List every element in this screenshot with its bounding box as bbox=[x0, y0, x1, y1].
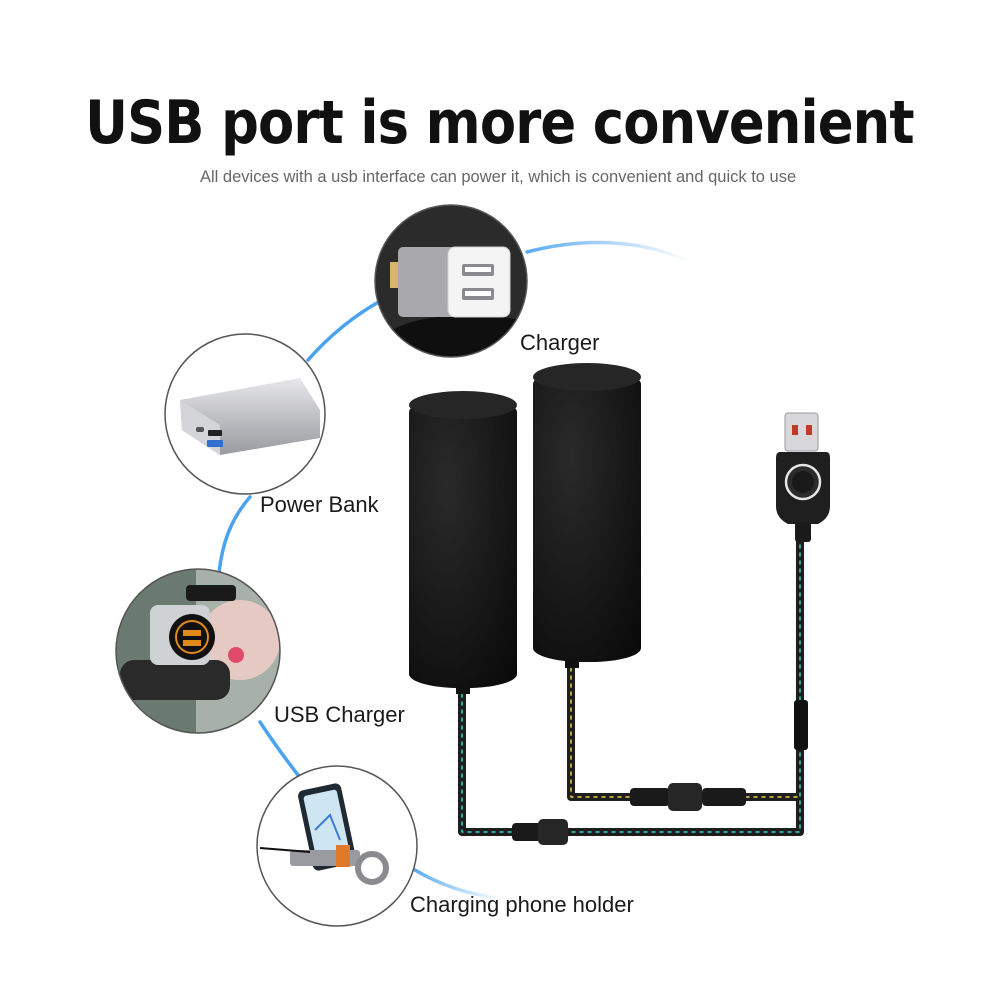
cable-connector bbox=[630, 788, 670, 806]
device-label-power-bank: Power Bank bbox=[260, 492, 379, 517]
cable-connector bbox=[668, 783, 702, 811]
cable-connector bbox=[702, 788, 746, 806]
connector-arc bbox=[217, 240, 692, 900]
device-label-usb-charger: USB Charger bbox=[274, 702, 405, 727]
cable-harness bbox=[458, 536, 808, 845]
heated-grip-right bbox=[533, 363, 641, 668]
page-subtitle: All devices with a usb interface can pow… bbox=[200, 168, 797, 186]
device-label-charger: Charger bbox=[520, 330, 600, 355]
power-bank-image bbox=[164, 333, 326, 495]
device-label-phone-holder: Charging phone holder bbox=[410, 892, 634, 917]
phone-holder-image bbox=[256, 765, 418, 927]
usb-plug-switch bbox=[776, 412, 830, 542]
arc-top bbox=[525, 240, 692, 264]
page-title: USB port is more convenient bbox=[85, 88, 915, 158]
heated-grip-left bbox=[409, 391, 517, 694]
cable-connector bbox=[538, 819, 568, 845]
arc-bottom bbox=[413, 868, 502, 900]
charger-image bbox=[374, 204, 528, 358]
usb-socket-image bbox=[115, 568, 281, 734]
cable-connector bbox=[512, 823, 542, 841]
cable-splitter bbox=[794, 700, 808, 750]
